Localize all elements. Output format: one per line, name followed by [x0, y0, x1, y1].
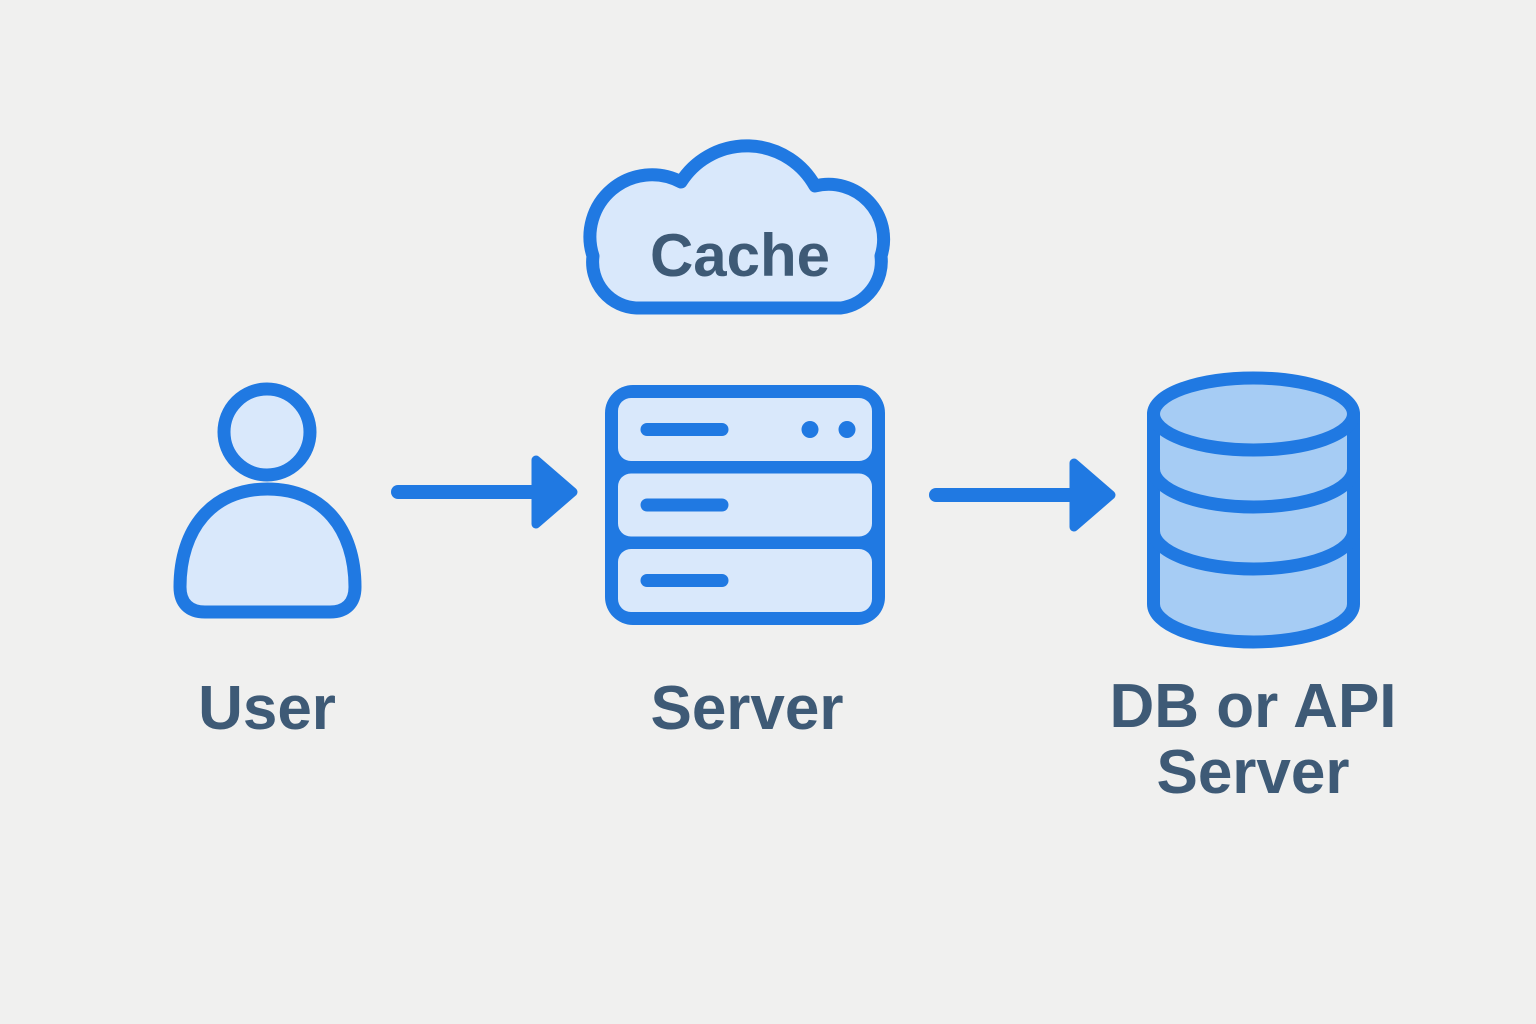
arrow-right-icon — [929, 458, 1116, 532]
user-node — [172, 381, 363, 626]
db-label: DB or API Server — [1109, 672, 1397, 808]
database-icon — [1147, 371, 1360, 649]
user-icon — [173, 382, 362, 619]
cache-cloud-node: Cache — [575, 98, 905, 328]
server-label: Server — [650, 674, 844, 743]
user-label: User — [198, 674, 336, 743]
db-node — [1140, 366, 1367, 657]
server-icon — [605, 385, 885, 625]
cache-label: Cache — [649, 221, 831, 289]
server-node — [605, 385, 885, 625]
cloud-icon — [583, 139, 891, 315]
arrow-right-icon — [391, 455, 578, 529]
